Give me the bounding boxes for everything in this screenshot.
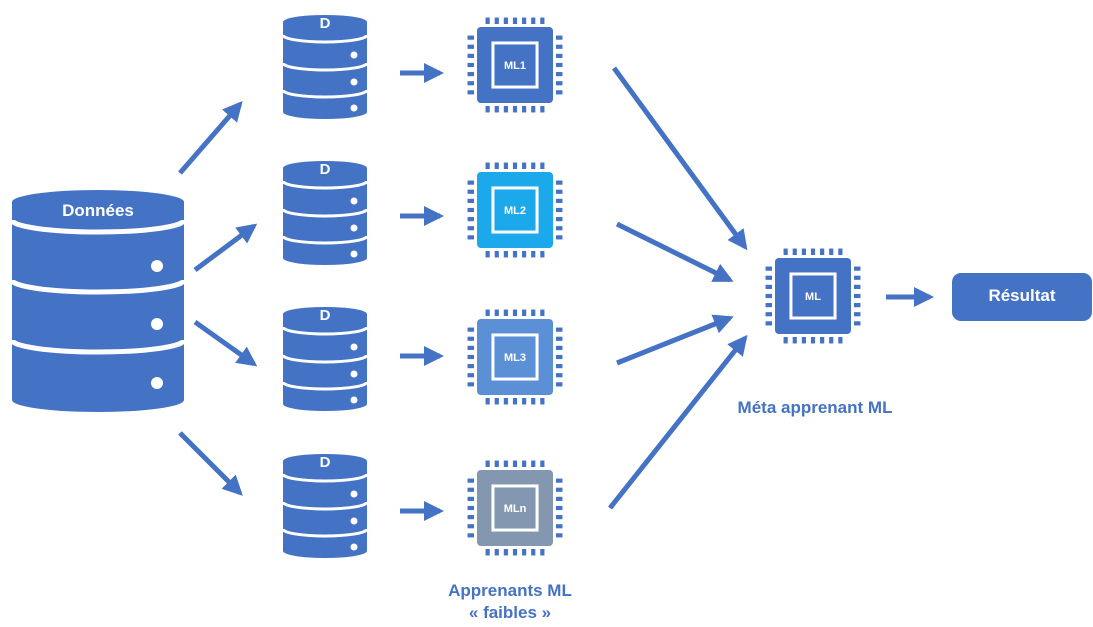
chip-label: ML3 bbox=[504, 352, 526, 364]
arrow-source-to-d2 bbox=[193, 223, 258, 273]
chip-label: ML1 bbox=[504, 60, 526, 72]
subset-database-label: D bbox=[320, 307, 331, 324]
arrow-source-to-d1 bbox=[178, 100, 243, 175]
result-box: Résultat bbox=[952, 273, 1092, 321]
subset-arrows bbox=[400, 63, 444, 521]
source-database-label: Données bbox=[62, 201, 134, 220]
chip-label: ML bbox=[805, 291, 821, 303]
meta-learner-chip-icon: ML bbox=[765, 248, 861, 344]
subset-database-icon: D bbox=[281, 161, 369, 265]
subset-database-icon: D bbox=[281, 454, 369, 558]
source-database-icon: Données bbox=[9, 190, 187, 412]
chip-label: ML2 bbox=[504, 205, 526, 217]
arrow-mln-to-meta bbox=[608, 334, 748, 510]
weak-learner-chip-icon: ML3 bbox=[467, 309, 563, 405]
result-label: Résultat bbox=[988, 286, 1056, 305]
meta-learner-chip: ML bbox=[765, 248, 861, 344]
weak-learners-caption-line1: Apprenants ML bbox=[448, 581, 572, 600]
arrow-ml2-to-meta bbox=[615, 221, 734, 283]
source-arrows bbox=[178, 100, 258, 496]
meta-learner-caption: Méta apprenant ML bbox=[737, 398, 893, 417]
weak-learner-chip-icon: ML2 bbox=[467, 162, 563, 258]
learner-arrows bbox=[608, 66, 748, 510]
weak-learners-caption-line2: « faibles » bbox=[468, 603, 552, 622]
subset-database-icon: D bbox=[281, 15, 369, 119]
arrow-source-to-d3 bbox=[193, 319, 258, 367]
subset-database-label: D bbox=[320, 161, 331, 178]
arrow-ml3-to-meta bbox=[616, 314, 734, 366]
chip-label: MLn bbox=[504, 503, 527, 515]
subset-database-label: D bbox=[320, 454, 331, 471]
arrow-ml1-to-meta bbox=[611, 66, 748, 251]
subset-database-label: D bbox=[320, 15, 331, 32]
subset-database-icon: D bbox=[281, 307, 369, 411]
weak-learner-chip-icon: MLn bbox=[467, 460, 563, 556]
weak-learner-chip-icon: ML1 bbox=[467, 17, 563, 113]
arrow-source-to-d4 bbox=[178, 431, 243, 496]
weak-learners-caption: Apprenants ML « faibles » bbox=[425, 580, 595, 624]
subset-databases: D D D D bbox=[281, 15, 369, 558]
